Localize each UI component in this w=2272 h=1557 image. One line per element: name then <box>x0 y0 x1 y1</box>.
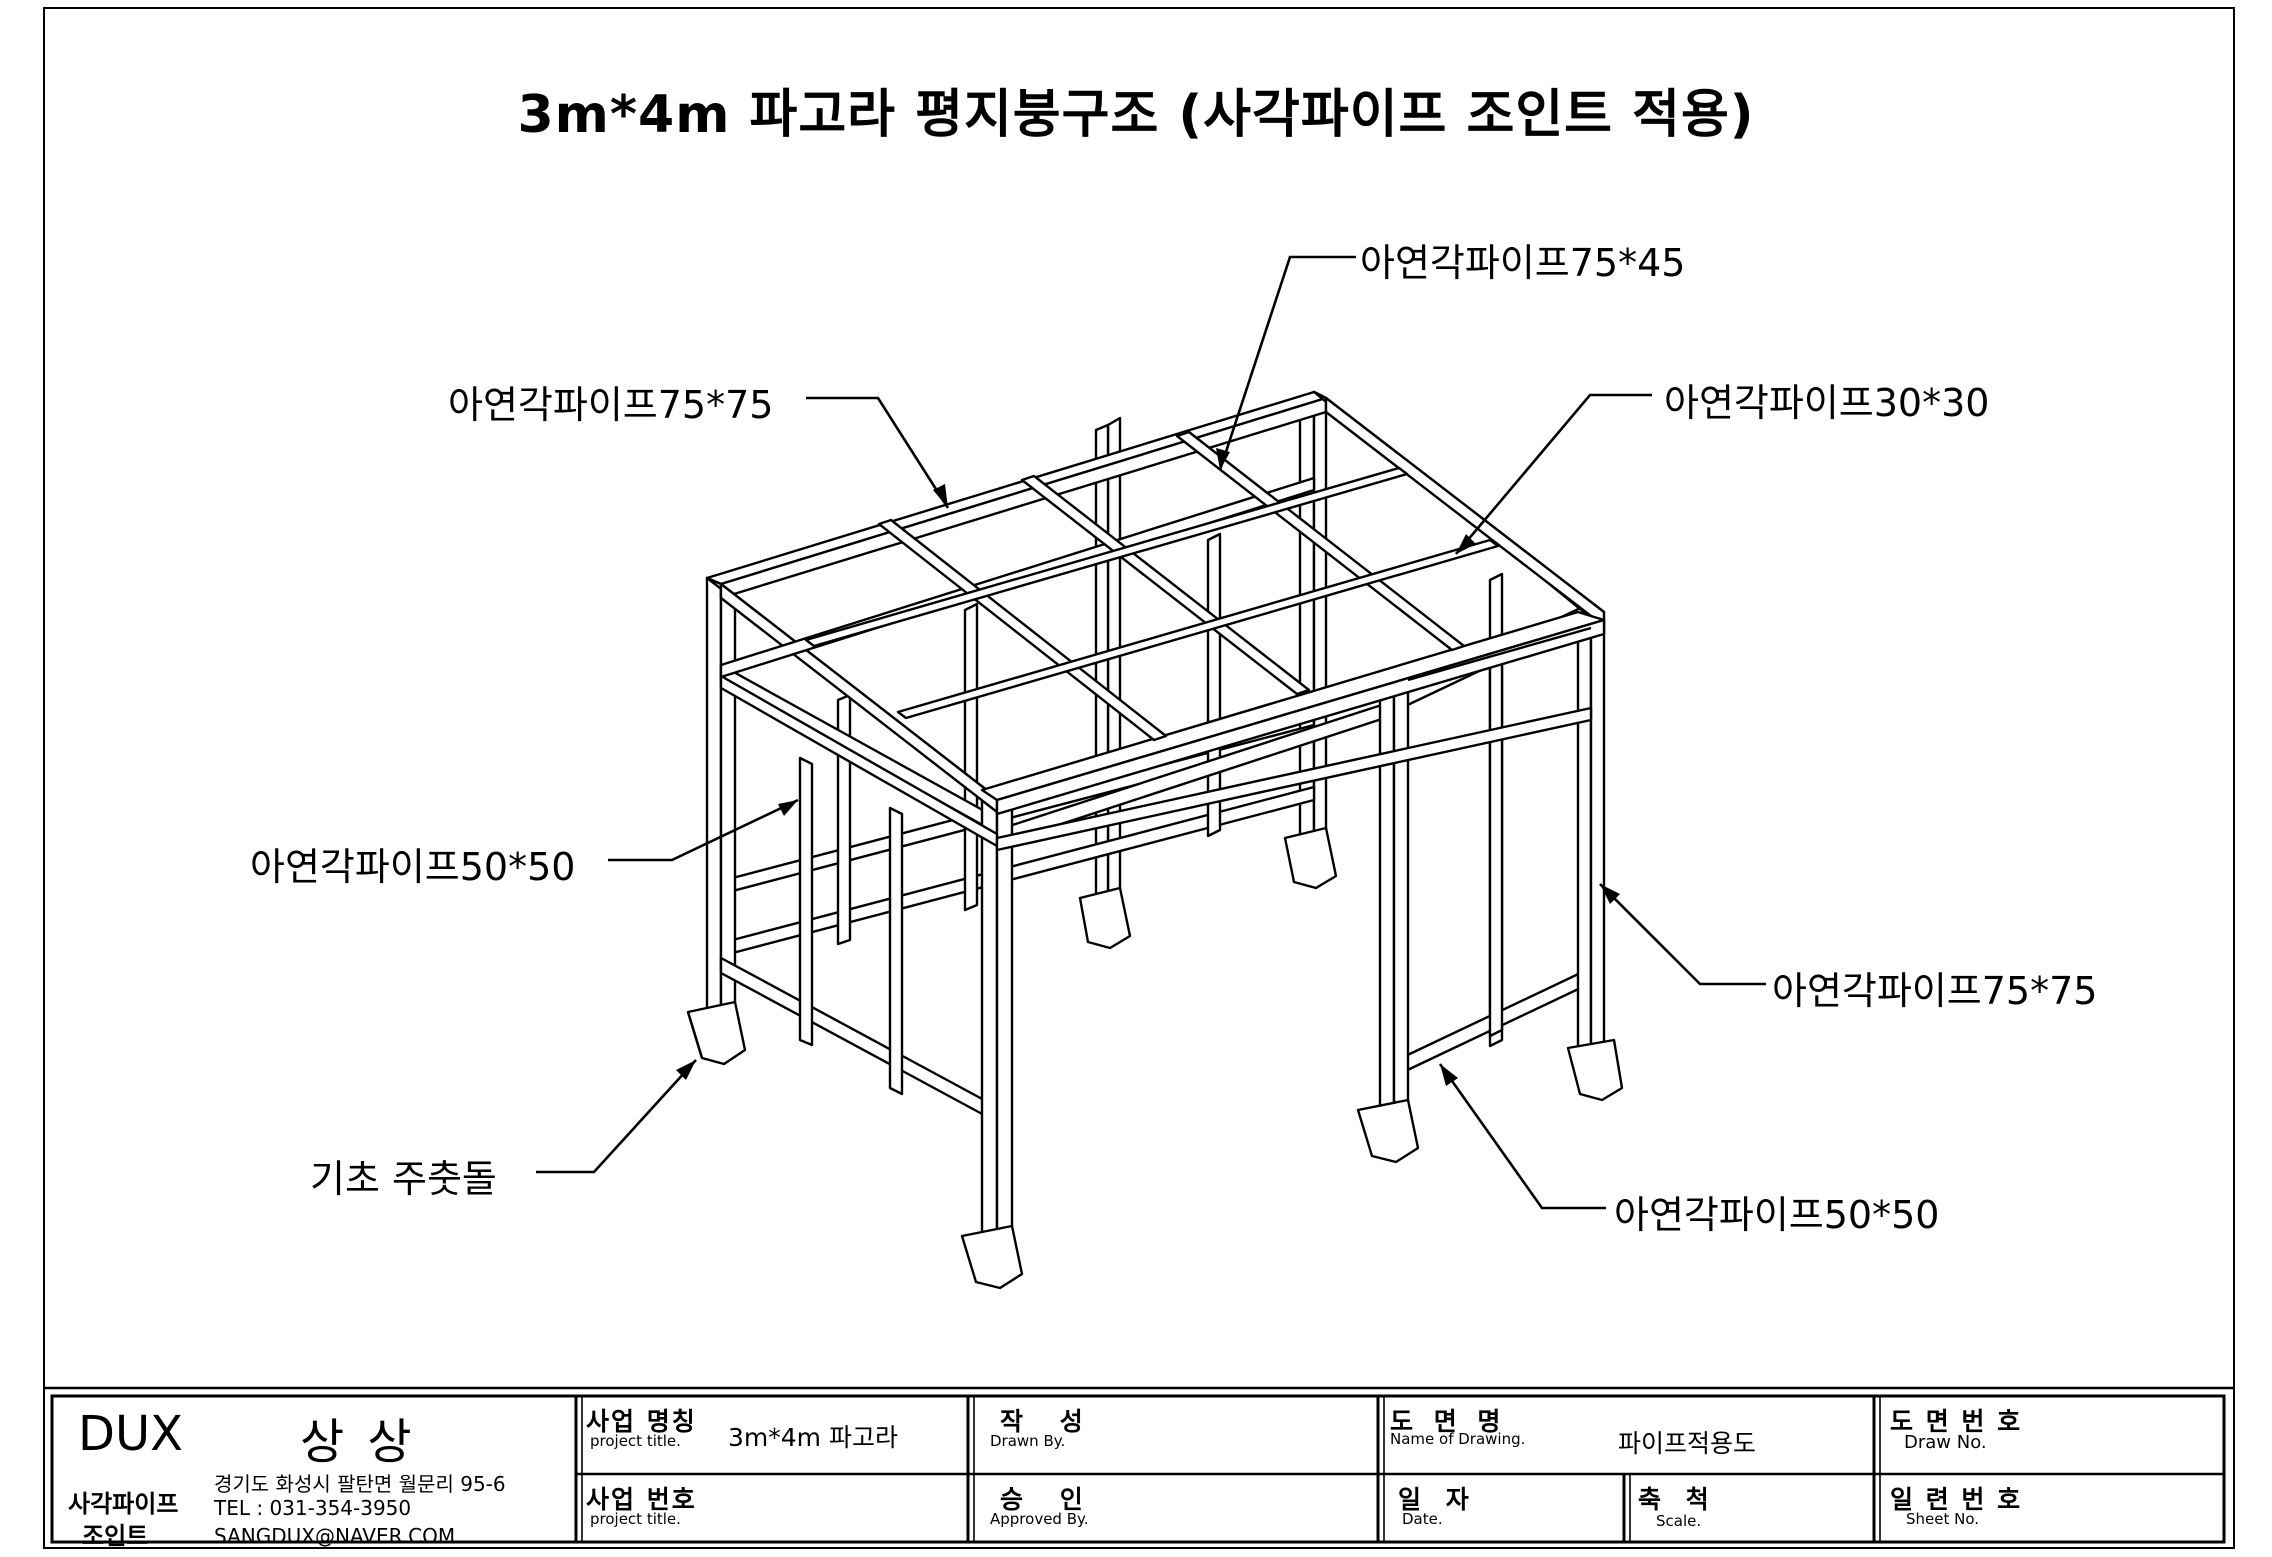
leader-left-frame <box>608 798 799 862</box>
leader-left-beam <box>806 396 950 509</box>
project-no-label-en: project title. <box>590 1510 681 1528</box>
drawing-name-label-en: Name of Drawing. <box>1390 1430 1526 1448</box>
leader-lines <box>536 255 1766 1210</box>
title-block-grid <box>44 1386 2234 1544</box>
pergola-structure-drawing <box>686 390 1624 1290</box>
leader-foundation <box>536 1059 697 1174</box>
callout-left-frame: 아연각파이프50*50 <box>250 845 576 889</box>
foundation-stones <box>686 826 1624 1290</box>
draw-no-label-en: Draw No. <box>1904 1432 1987 1453</box>
draw-no-label: 도 면 번 호 <box>1890 1407 2023 1436</box>
callout-top-beam: 아연각파이프75*45 <box>1360 241 1686 285</box>
callout-bottom-frame: 아연각파이프50*50 <box>1614 1193 1940 1237</box>
sheet-border <box>43 7 2235 1549</box>
callout-foundation: 기초 주춧돌 <box>310 1157 497 1201</box>
scale-label: 축 척 <box>1638 1485 1717 1514</box>
callout-right-post: 아연각파이프75*75 <box>1772 969 2098 1013</box>
drawing-name-value: 파이프적용도 <box>1618 1429 1757 1458</box>
company-brand: 상 상 <box>300 1414 416 1470</box>
leader-right-rafter <box>1455 393 1652 555</box>
project-name-label: 사업 명칭 <box>586 1407 697 1436</box>
project-no-label: 사업 번호 <box>586 1485 697 1514</box>
callout-left-beam: 아연각파이프75*75 <box>448 383 774 427</box>
project-name-value: 3m*4m 파고라 <box>728 1423 898 1452</box>
scale-label-en: Scale. <box>1656 1512 1702 1530</box>
drawing-title: 3m*4m 파고라 평지붕구조 (사각파이프 조인트 적용) <box>517 85 1755 145</box>
company-line2: 조인트 <box>82 1522 149 1550</box>
approved-by-label-en: Approved By. <box>990 1510 1089 1528</box>
drawn-by-label: 작 성 <box>1000 1407 1097 1436</box>
callout-right-rafter: 아연각파이프30*30 <box>1664 381 1990 425</box>
drawing-name-label: 도 면 명 <box>1390 1407 1507 1436</box>
sheet-no-label: 일 련 번 호 <box>1890 1485 2023 1514</box>
leader-top-beam <box>1218 255 1356 471</box>
leader-right-post <box>1599 883 1766 986</box>
company-address: 경기도 화성시 팔탄면 월문리 95-6 <box>214 1472 506 1496</box>
roof-frame <box>705 390 1606 852</box>
roof-purlins <box>804 466 1500 720</box>
sheet-no-label-en: Sheet No. <box>1906 1510 1980 1528</box>
company-email: SANGDUX@NAVER.COM <box>214 1524 456 1548</box>
arrowheads <box>676 448 1620 1086</box>
date-label: 일 자 <box>1398 1485 1477 1514</box>
project-name-label-en: project title. <box>590 1432 681 1450</box>
company-name: DUX <box>78 1406 183 1462</box>
company-tel: TEL : 031-354-3950 <box>214 1496 412 1520</box>
date-label-en: Date. <box>1402 1510 1443 1528</box>
approved-by-label: 승 인 <box>1000 1485 1097 1514</box>
drawn-by-label-en: Drawn By. <box>990 1432 1066 1450</box>
leader-bottom-frame <box>1438 1063 1606 1210</box>
company-line1: 사각파이프 <box>68 1490 179 1518</box>
